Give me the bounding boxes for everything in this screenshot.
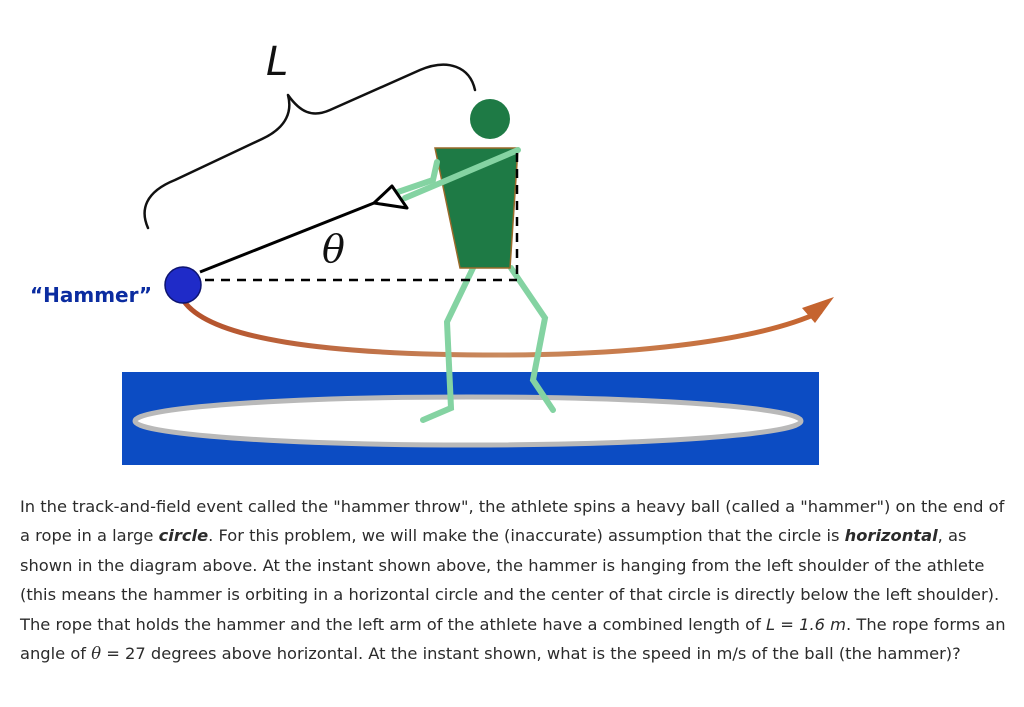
orbit-arrowhead bbox=[802, 297, 834, 323]
hammer-throw-diagram: L θ “Hammer” bbox=[30, 39, 834, 465]
emphasis-circle: circle bbox=[158, 526, 209, 546]
text-part-3: , as shown in the diagram above. At the … bbox=[20, 526, 1000, 634]
athlete-arms bbox=[392, 147, 521, 201]
athlete-head bbox=[470, 99, 510, 139]
text-part-4: . The rope forms an angle of bbox=[20, 614, 1006, 664]
orbit-arc bbox=[179, 295, 823, 358]
athlete-legs bbox=[420, 265, 556, 423]
length-brace bbox=[143, 63, 477, 230]
emphasis-horizontal: horizontal bbox=[844, 526, 938, 546]
problem-statement: In the track-and-field event called the … bbox=[20, 492, 1010, 668]
theta-symbol: θ bbox=[91, 644, 102, 664]
text-part-5: = 27 degrees above horizontal. At the in… bbox=[101, 644, 961, 664]
angle-label: θ bbox=[322, 227, 345, 271]
hammer-ball bbox=[164, 266, 202, 304]
length-label: L bbox=[266, 39, 288, 85]
rope bbox=[199, 201, 375, 274]
text-part-1: In the track-and-field event called the … bbox=[20, 497, 1005, 546]
rope-handle bbox=[372, 184, 409, 210]
length-value: L = 1.6 m bbox=[766, 614, 847, 634]
throwing-circle-ring bbox=[132, 394, 804, 448]
hammer-label: “Hammer” bbox=[30, 283, 152, 307]
text-part-2: . For this problem, we will make the (in… bbox=[208, 526, 845, 546]
